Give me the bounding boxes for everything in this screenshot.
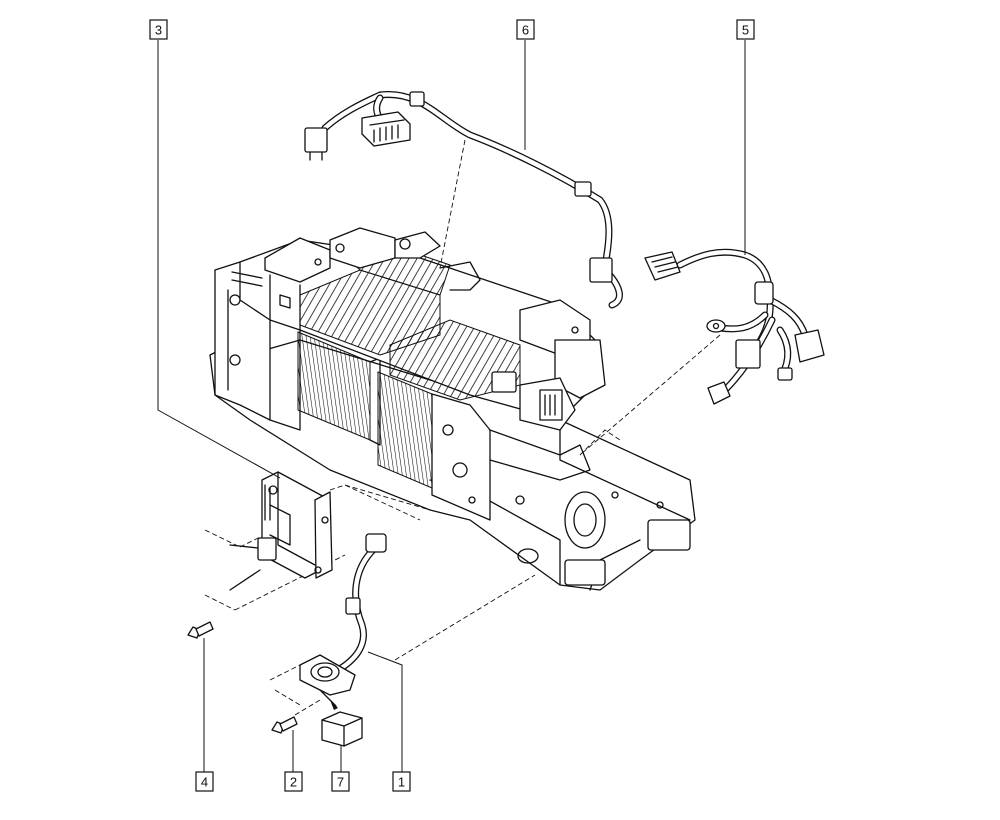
callout-3: 3 [149, 19, 168, 40]
callout-1: 1 [392, 771, 411, 792]
callout-2: 2 [284, 771, 303, 792]
callout-4-label: 4 [201, 775, 208, 790]
part-2-bolt [271, 716, 298, 734]
callout-3-label: 3 [155, 23, 162, 38]
callout-7-label: 7 [337, 775, 344, 790]
part-7-cap [319, 689, 363, 747]
callout-5-label: 5 [742, 23, 749, 38]
callout-leaders [157, 40, 746, 772]
assembly-reference-lines [204, 139, 721, 716]
callout-6: 6 [516, 19, 535, 40]
part-1-socket-harness [299, 533, 387, 696]
callout-6-label: 6 [522, 23, 529, 38]
callout-7: 7 [331, 771, 350, 792]
callout-1-label: 1 [398, 775, 405, 790]
main-assembly [209, 227, 696, 591]
callout-4: 4 [195, 771, 214, 792]
part-6-upper-harness [304, 90, 623, 309]
part-4-bolt [187, 621, 214, 639]
part-5-right-harness [644, 248, 825, 405]
callout-5: 5 [736, 19, 755, 40]
callout-2-label: 2 [290, 775, 297, 790]
part-3-control-module [229, 471, 333, 591]
